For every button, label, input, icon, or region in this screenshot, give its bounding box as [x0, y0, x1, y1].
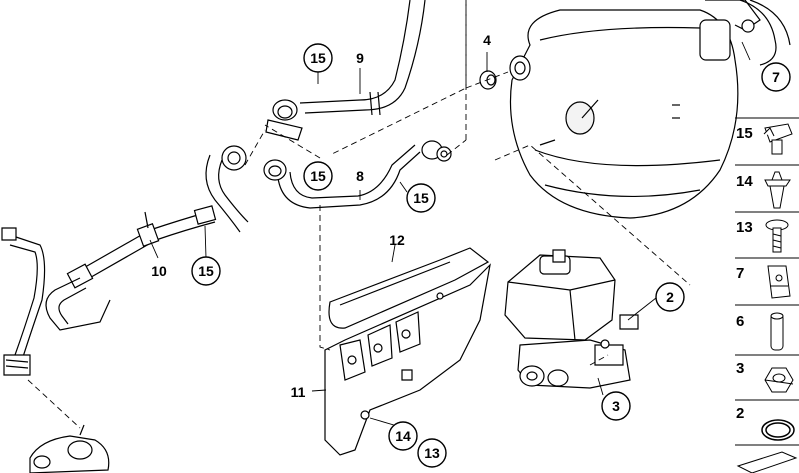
callout-11: 11 — [291, 384, 306, 400]
svg-text:11: 11 — [291, 384, 306, 400]
bracket-11 — [325, 265, 490, 455]
sidebar-item-screw: 13 — [736, 219, 789, 253]
svg-text:3: 3 — [736, 360, 744, 377]
o-ring-icon — [761, 419, 795, 441]
sidebar-item-wedge-shim — [736, 451, 798, 473]
svg-text:15: 15 — [198, 263, 214, 279]
svg-text:15: 15 — [310, 168, 326, 184]
callout-15-mid: 15 — [303, 161, 333, 191]
sidebar-item-pin: 6 — [736, 312, 784, 351]
callout-9: 9 — [356, 50, 364, 66]
spring-nut-icon — [767, 265, 791, 299]
svg-text:7: 7 — [772, 69, 780, 85]
callout-10: 10 — [151, 263, 167, 279]
svg-text:13: 13 — [424, 445, 440, 461]
callout-14: 14 — [388, 421, 418, 451]
sidebar-item-o-ring: 2 — [736, 405, 795, 441]
expanding-rivet-icon — [764, 171, 791, 209]
callout-12: 12 — [389, 232, 405, 248]
parts-sidebar: 15 14 13 — [735, 117, 799, 473]
callout-2: 2 — [655, 282, 685, 312]
svg-text:9: 9 — [356, 50, 364, 66]
svg-text:4: 4 — [483, 32, 491, 48]
brake-booster — [510, 0, 790, 218]
sidebar-item-expanding-rivet: 14 — [736, 171, 791, 209]
callout-15-top: 15 — [303, 43, 333, 73]
callout-15-right: 15 — [406, 183, 436, 213]
heat-shield-12 — [329, 248, 488, 328]
vacuum-pipe-left — [2, 228, 45, 375]
svg-text:13: 13 — [736, 219, 753, 236]
svg-text:2: 2 — [736, 405, 744, 422]
svg-text:15: 15 — [310, 50, 326, 66]
leader-lines — [149, 41, 751, 429]
svg-text:12: 12 — [389, 232, 405, 248]
callout-8: 8 — [356, 168, 364, 184]
vacuum-line-10 — [46, 146, 248, 330]
sidebar-item-hex-nut: 3 — [736, 360, 794, 393]
svg-text:15: 15 — [413, 190, 429, 206]
wedge-shim-icon — [736, 451, 798, 473]
master-cylinder — [505, 250, 638, 388]
svg-text:8: 8 — [356, 168, 364, 184]
svg-text:2: 2 — [666, 289, 674, 305]
svg-text:14: 14 — [395, 428, 411, 444]
sidebar-item-spring-nut: 7 — [736, 265, 791, 299]
svg-text:14: 14 — [736, 173, 753, 190]
svg-text:15: 15 — [736, 125, 753, 142]
sidebar-item-clip-nut: 15 — [736, 123, 793, 155]
svg-text:3: 3 — [612, 398, 620, 414]
svg-text:6: 6 — [736, 313, 744, 330]
callout-15-left: 15 — [191, 256, 221, 286]
vacuum-pump — [30, 425, 109, 473]
callout-13: 13 — [417, 438, 447, 468]
vacuum-hose-9 — [266, 0, 425, 140]
pin-icon — [770, 312, 784, 351]
callout-3: 3 — [601, 391, 631, 421]
sidebar-dividers — [735, 117, 799, 446]
callout-7: 7 — [761, 62, 791, 92]
svg-text:7: 7 — [736, 265, 744, 282]
screw-icon — [765, 219, 789, 253]
dashed-lines — [27, 0, 691, 429]
svg-text:10: 10 — [151, 263, 167, 279]
clip-nut-icon — [763, 123, 793, 155]
vacuum-hose-8 — [264, 141, 451, 208]
hex-nut-icon — [764, 367, 794, 393]
callout-4: 4 — [483, 32, 491, 48]
